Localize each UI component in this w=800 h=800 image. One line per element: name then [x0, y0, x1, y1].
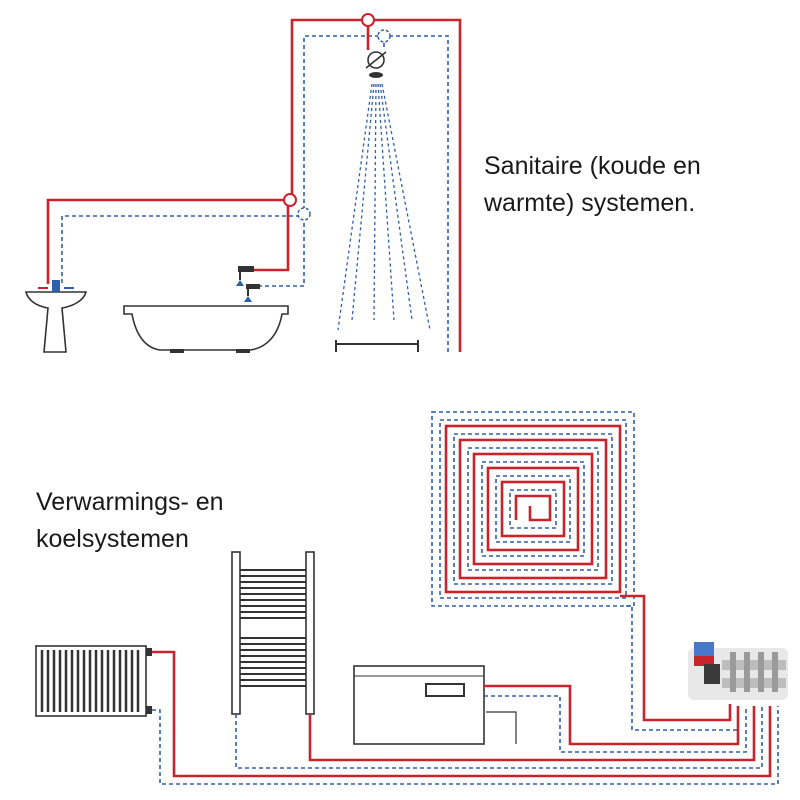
- floor-cold-return: [626, 605, 739, 731]
- cold-water-pipe-bath: [258, 216, 305, 287]
- hot-tee-shower: [361, 13, 375, 27]
- hot-tee-bath: [283, 193, 297, 207]
- towel-radiator-hot-pipe: [308, 706, 756, 762]
- panel-radiator-icon: [35, 645, 152, 717]
- heating-caption-line-2: koelsystemen: [36, 525, 189, 553]
- manifold-icon: [688, 642, 788, 700]
- wash-basin-icon: [24, 280, 88, 353]
- sanitary-system: [24, 13, 462, 353]
- underfloor-heating-spiral: [431, 411, 635, 607]
- towel-radiator-cold-pipe: [235, 706, 763, 769]
- shower-tray: [335, 340, 419, 352]
- cold-tee-shower: [377, 29, 391, 43]
- shower-head-icon: [365, 26, 387, 78]
- hot-water-pipe-bath: [254, 200, 290, 272]
- radiator-hot-pipe: [152, 650, 772, 778]
- bath-tap-icon: [236, 266, 260, 302]
- bathtub-icon: [123, 305, 289, 353]
- sanitary-systems-caption: Sanitaire (koude en warmte) systemen.: [484, 148, 701, 222]
- heating-caption-line-1: Verwarmings- en: [36, 488, 224, 516]
- heating-cooling-caption: Verwarmings- en koelsystemen: [36, 484, 224, 558]
- floor-hot-supply: [620, 594, 732, 722]
- sanitary-caption-line-1: Sanitaire (koude en: [484, 152, 701, 180]
- towel-radiator-icon: [231, 551, 315, 715]
- cold-tee-bath: [297, 207, 311, 221]
- fan-coil-unit-icon: [353, 665, 517, 745]
- sanitary-caption-line-2: warmte) systemen.: [484, 189, 696, 217]
- fan-coil-cold-pipe: [484, 695, 747, 753]
- cold-water-pipe-main: [61, 35, 449, 352]
- fan-coil-hot-pipe: [484, 684, 740, 746]
- shower-spray: [337, 83, 431, 331]
- heating-cooling-system: [35, 411, 788, 785]
- hot-water-pipe-main: [46, 18, 462, 352]
